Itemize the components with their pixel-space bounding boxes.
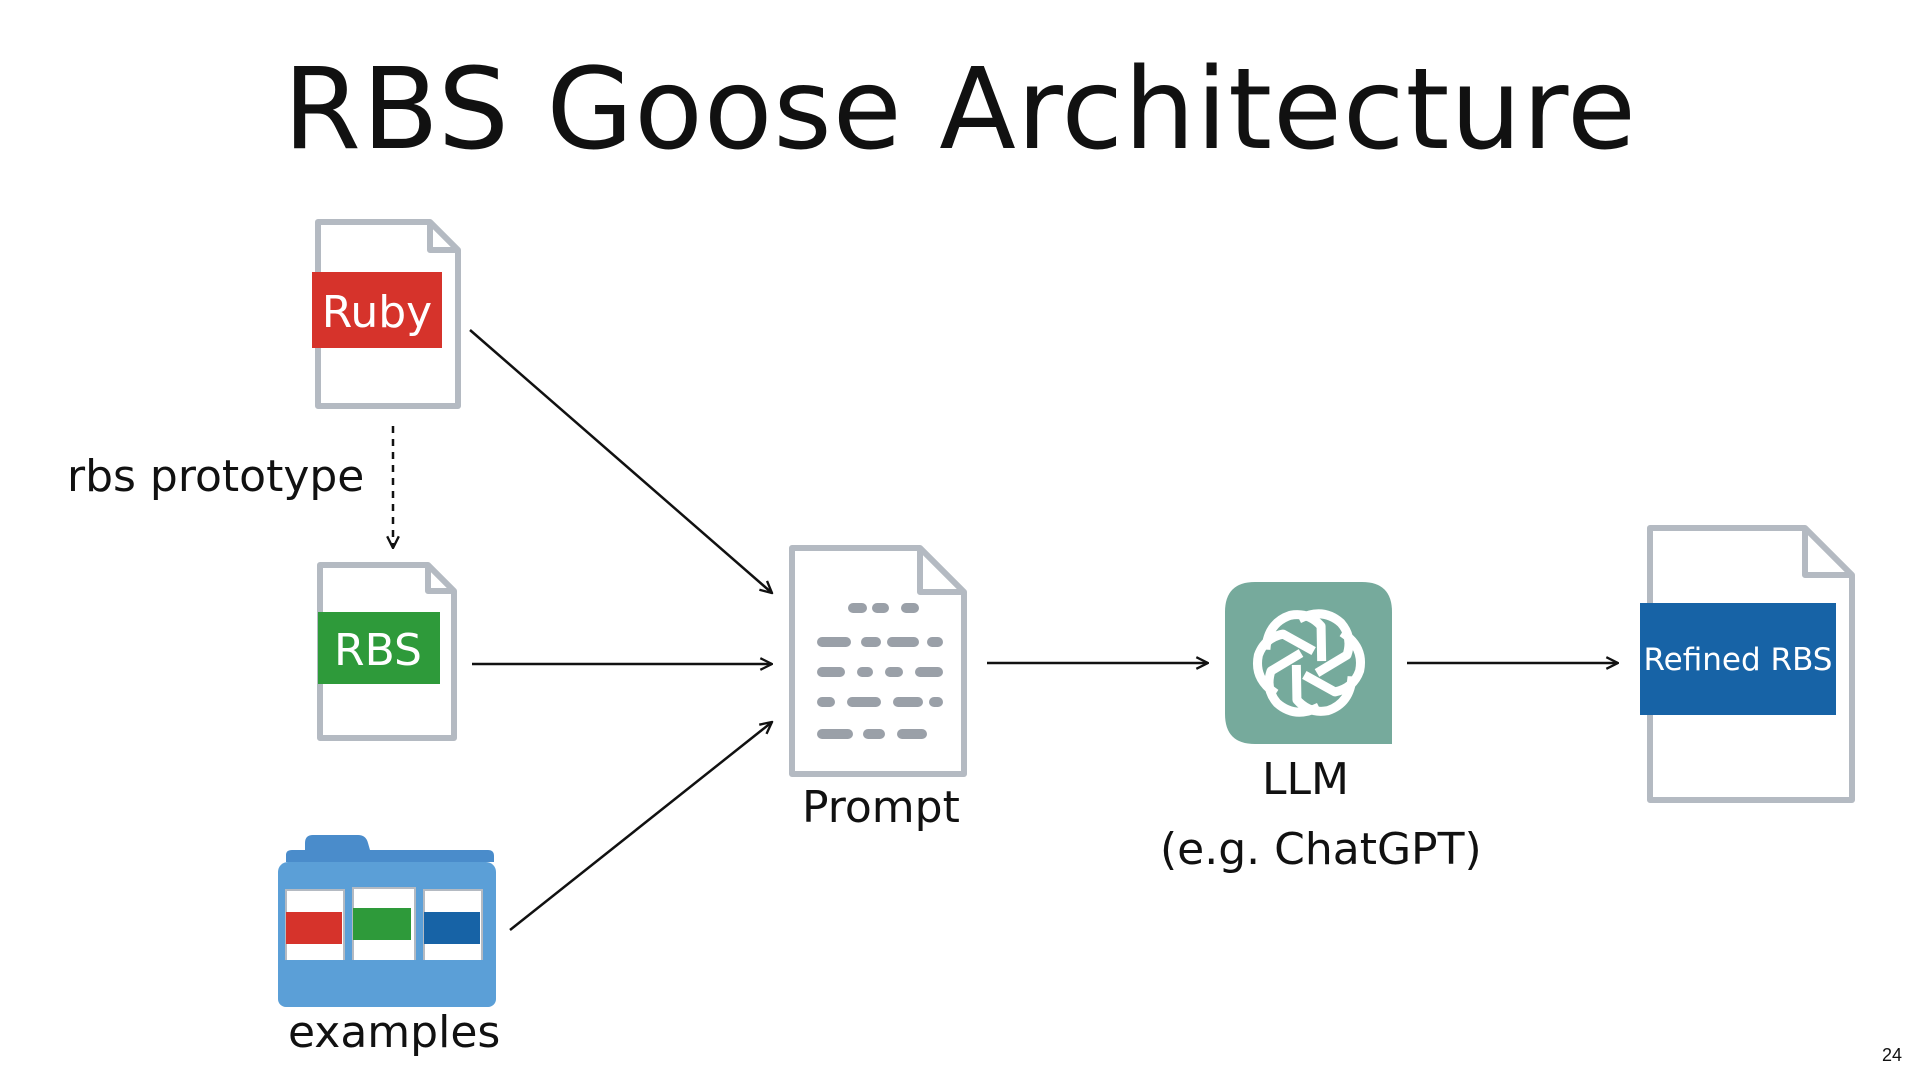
openai-logo-icon [1246, 604, 1371, 722]
ruby-to-prompt-arrow [469, 329, 772, 593]
prompt-label: Prompt [802, 782, 960, 833]
examples-folder-node [278, 835, 496, 1007]
page-number: 24 [1881, 1045, 1902, 1065]
llm-label: LLM [1262, 754, 1349, 805]
rbs-tag [318, 612, 440, 684]
rbs-label: RBS [334, 625, 422, 676]
prompt-doc-node [789, 545, 967, 777]
rbs-prototype-label: rbs prototype [67, 451, 365, 502]
slide-title: RBS Goose Architecture [283, 45, 1637, 175]
refined-rbs-file-node: Refined RBS [1640, 525, 1855, 803]
ruby-label: Ruby [322, 287, 432, 338]
llm-logo-background [1225, 582, 1392, 744]
refined-rbs-tag [1640, 603, 1836, 715]
ruby-tag [312, 272, 442, 348]
text-document-icon [789, 545, 967, 777]
examples-label: examples [288, 1007, 501, 1058]
llm-node [1225, 582, 1392, 744]
examples-to-prompt-arrow [509, 722, 772, 931]
rbs-file-node: RBS [317, 562, 457, 741]
folder-icon [305, 835, 370, 850]
llm-sublabel: (e.g. ChatGPT) [1160, 824, 1482, 875]
ruby-file-node: Ruby [312, 219, 461, 409]
refined-rbs-label: Refined RBS [1644, 642, 1833, 678]
